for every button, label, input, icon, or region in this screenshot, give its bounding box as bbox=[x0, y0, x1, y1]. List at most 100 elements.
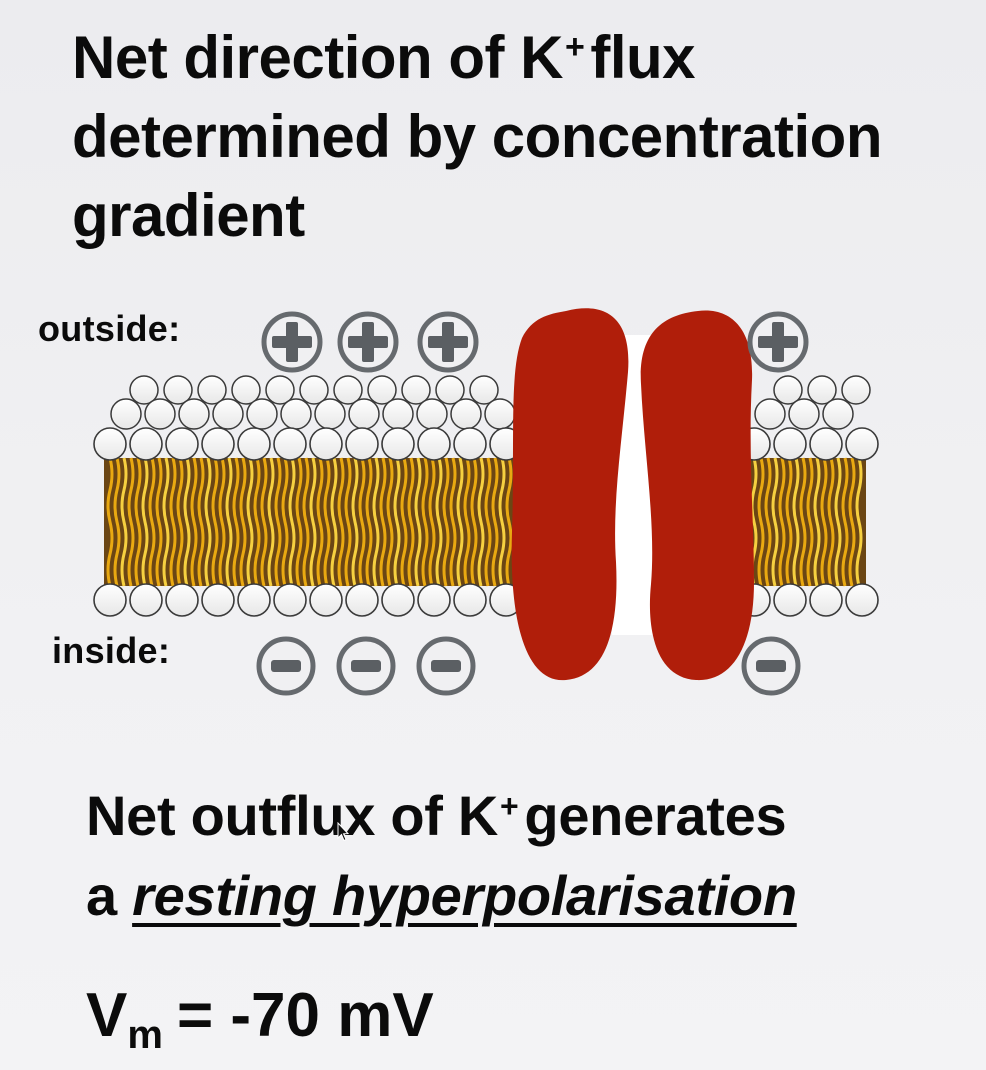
phospholipid-head bbox=[773, 375, 803, 405]
lipid-tail bbox=[155, 457, 163, 587]
lipid-bilayer-right bbox=[737, 375, 879, 617]
phospholipid-head bbox=[129, 427, 163, 461]
lipid-tail bbox=[407, 457, 415, 587]
lipid-tail bbox=[141, 457, 149, 587]
lipid-tail bbox=[449, 457, 457, 587]
phospholipid-head bbox=[754, 398, 786, 430]
phospholipid-head bbox=[416, 398, 448, 430]
phospholipid-head bbox=[231, 375, 261, 405]
lipid-tail bbox=[365, 457, 373, 587]
negative-charge-icon bbox=[256, 636, 316, 696]
lipid-tail bbox=[400, 457, 408, 587]
lipid-tail bbox=[463, 457, 471, 587]
phospholipid-head bbox=[129, 583, 163, 617]
lipid-tail bbox=[806, 457, 814, 587]
phospholipid-head bbox=[165, 427, 199, 461]
slide-title: Net direction of K+flux determined by co… bbox=[72, 18, 982, 255]
lipid-tail bbox=[771, 457, 779, 587]
title-line-1: Net direction of K+flux bbox=[72, 24, 696, 91]
lipid-tail bbox=[274, 457, 282, 587]
lipid-tail bbox=[120, 457, 128, 587]
phospholipid-head bbox=[435, 375, 465, 405]
phospholipid-head bbox=[381, 427, 415, 461]
phospholipid-head bbox=[381, 583, 415, 617]
phospholipid-head bbox=[237, 583, 271, 617]
phospholipid-head bbox=[450, 398, 482, 430]
lipid-tail bbox=[344, 457, 352, 587]
lipid-tail bbox=[442, 457, 450, 587]
mouse-cursor-icon bbox=[337, 822, 349, 842]
phospholipid-head bbox=[309, 427, 343, 461]
emphasis-text: resting hyperpolarisation bbox=[132, 864, 797, 927]
lipid-tail bbox=[127, 457, 135, 587]
lipid-tail bbox=[351, 457, 359, 587]
lipid-tail bbox=[813, 457, 821, 587]
phospholipid-head bbox=[129, 375, 159, 405]
membrane-potential-equation: Vm= -70 mV bbox=[86, 981, 434, 1057]
superscript-plus: + bbox=[500, 788, 519, 824]
lipid-bilayer-left bbox=[93, 375, 523, 617]
phospholipid-head bbox=[773, 427, 807, 461]
phospholipid-head bbox=[163, 375, 193, 405]
phospholipid-head bbox=[144, 398, 176, 430]
lipid-tail bbox=[470, 457, 478, 587]
lipid-tail bbox=[323, 457, 331, 587]
lipid-tail bbox=[358, 457, 366, 587]
lipid-tail bbox=[295, 457, 303, 587]
positive-charge-icon bbox=[747, 311, 809, 373]
lipid-tail bbox=[176, 457, 184, 587]
lipid-tail bbox=[267, 457, 275, 587]
lipid-tail bbox=[225, 457, 233, 587]
lipid-tail bbox=[428, 457, 436, 587]
lipid-tail bbox=[288, 457, 296, 587]
negative-charge-icon bbox=[336, 636, 396, 696]
lipid-tail bbox=[386, 457, 394, 587]
lipid-tail bbox=[848, 457, 856, 587]
phospholipid-head bbox=[453, 427, 487, 461]
lipid-tail bbox=[484, 457, 492, 587]
phospholipid-head bbox=[246, 398, 278, 430]
lipid-tail bbox=[148, 457, 156, 587]
lipid-tail bbox=[435, 457, 443, 587]
lipid-tail bbox=[827, 457, 835, 587]
plus-vertical bbox=[286, 322, 298, 362]
lipid-tail bbox=[421, 457, 429, 587]
lipid-tail bbox=[834, 457, 842, 587]
phospholipid-head bbox=[201, 583, 235, 617]
lipid-tail bbox=[456, 457, 464, 587]
lipid-tail bbox=[218, 457, 226, 587]
phospholipid-head bbox=[314, 398, 346, 430]
phospholipid-head bbox=[165, 583, 199, 617]
title-line-3: gradient bbox=[72, 182, 305, 249]
lipid-tail bbox=[379, 457, 387, 587]
phospholipid-head bbox=[822, 398, 854, 430]
phospholipid-head bbox=[401, 375, 431, 405]
phospholipid-head bbox=[845, 583, 879, 617]
lipid-tail bbox=[316, 457, 324, 587]
phospholipid-head bbox=[841, 375, 871, 405]
positive-charge-icon bbox=[417, 311, 479, 373]
superscript-plus: + bbox=[565, 28, 585, 66]
phospholipid-head bbox=[280, 398, 312, 430]
lipid-tail bbox=[232, 457, 240, 587]
minus-bar bbox=[351, 660, 381, 672]
lipid-tail bbox=[820, 457, 828, 587]
lipid-tail bbox=[253, 457, 261, 587]
phospholipid-head bbox=[469, 375, 499, 405]
lipid-tail bbox=[491, 457, 499, 587]
lipid-tail bbox=[393, 457, 401, 587]
lipid-tail bbox=[785, 457, 793, 587]
lipid-tail bbox=[169, 457, 177, 587]
lipid-tail bbox=[855, 457, 863, 587]
phospholipid-head bbox=[345, 583, 379, 617]
plus-vertical bbox=[362, 322, 374, 362]
lipid-tail bbox=[204, 457, 212, 587]
lipid-tail bbox=[281, 457, 289, 587]
phospholipid-head bbox=[197, 375, 227, 405]
phospholipid-head bbox=[212, 398, 244, 430]
lipid-tail bbox=[498, 457, 506, 587]
lipid-tail bbox=[330, 457, 338, 587]
phospholipid-head bbox=[367, 375, 397, 405]
phospholipid-head bbox=[845, 427, 879, 461]
